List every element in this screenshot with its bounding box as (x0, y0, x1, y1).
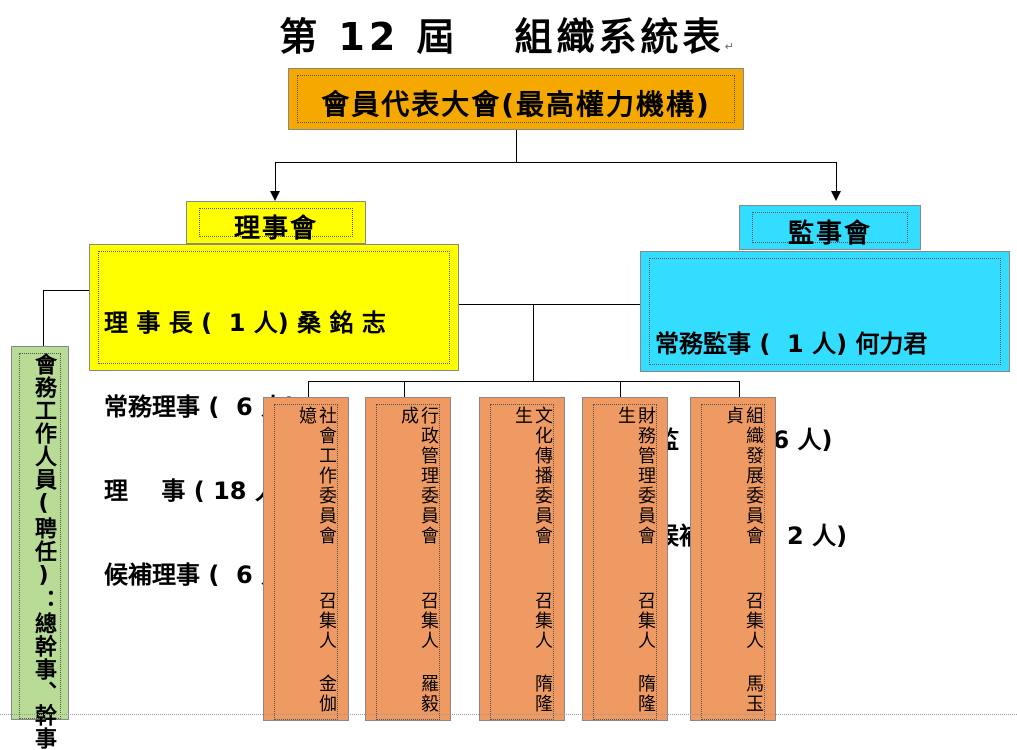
committee-name: 財務管理委員會 (635, 406, 656, 546)
page-title: 第 12 屆組織系統表↵ (279, 15, 738, 59)
committee-box-admin: 行政管理委員會 召集人 羅毅成 (365, 397, 451, 721)
board-header: 理事會 (233, 214, 318, 244)
committee-box-organization: 組織發展委員會 召集人 馬玉貞 (690, 397, 776, 721)
committee-convener-label: 召集人 (316, 591, 337, 651)
committee-name: 文化傳播委員會 (532, 406, 553, 546)
committee-convener-label: 召集人 (635, 591, 656, 651)
committee-box-social: 社會工作委員會 召集人 金伽嬑 (263, 397, 349, 721)
supervisors-row-standing: 常務監事 ( 1 人) 何力君 (655, 330, 928, 358)
committee-convener: 隋隆生 (512, 406, 553, 714)
committee-convener-label: 召集人 (743, 591, 764, 651)
staff-box: 會務工作人員(聘任)：總幹事、幹事 (11, 346, 69, 750)
committee-name: 社會工作委員會 (316, 406, 337, 546)
committee-box-culture: 文化傳播委員會 召集人 隋隆生 (479, 397, 565, 721)
committee-convener: 羅毅成 (398, 406, 439, 714)
committee-convener: 馬玉貞 (723, 406, 764, 714)
general-assembly-box: 會員代表大會(最高權力機構) (288, 68, 744, 130)
title-term: 第 12 屆 (279, 15, 459, 59)
board-row-directors: 理 事 ( 18 人) (104, 477, 290, 505)
committee-convener: 隋隆生 (615, 406, 656, 714)
committee-box-finance: 財務管理委員會 召集人 隋隆生 (582, 397, 668, 721)
title-name: 組織系統表 (514, 15, 725, 59)
general-assembly-label: 會員代表大會(最高權力機構) (321, 88, 711, 121)
committee-convener-label: 召集人 (418, 591, 439, 651)
committee-name: 組織發展委員會 (743, 406, 764, 546)
board-details-box: 理 事 長 ( 1 人) 桑 銘 志 常務理事 ( 6 人) 理 事 ( 18 … (89, 244, 459, 589)
board-header-box: 理事會 (186, 201, 366, 244)
supervisors-details-box: 常務監事 ( 1 人) 何力君 監 事 ( 6 人) 候補監事 ( 2 人) (640, 251, 1010, 550)
board-row-chair: 理 事 長 ( 1 人) 桑 銘 志 (104, 309, 386, 337)
supervisors-header-box: 監事會 (739, 205, 921, 250)
staff-label: 會務工作人員(聘任)：總幹事、幹事 (31, 353, 56, 750)
supervisors-header: 監事會 (787, 219, 872, 249)
committee-name: 行政管理委員會 (418, 406, 439, 546)
committee-convener: 金伽嬑 (296, 406, 337, 714)
committee-convener-label: 召集人 (532, 591, 553, 651)
